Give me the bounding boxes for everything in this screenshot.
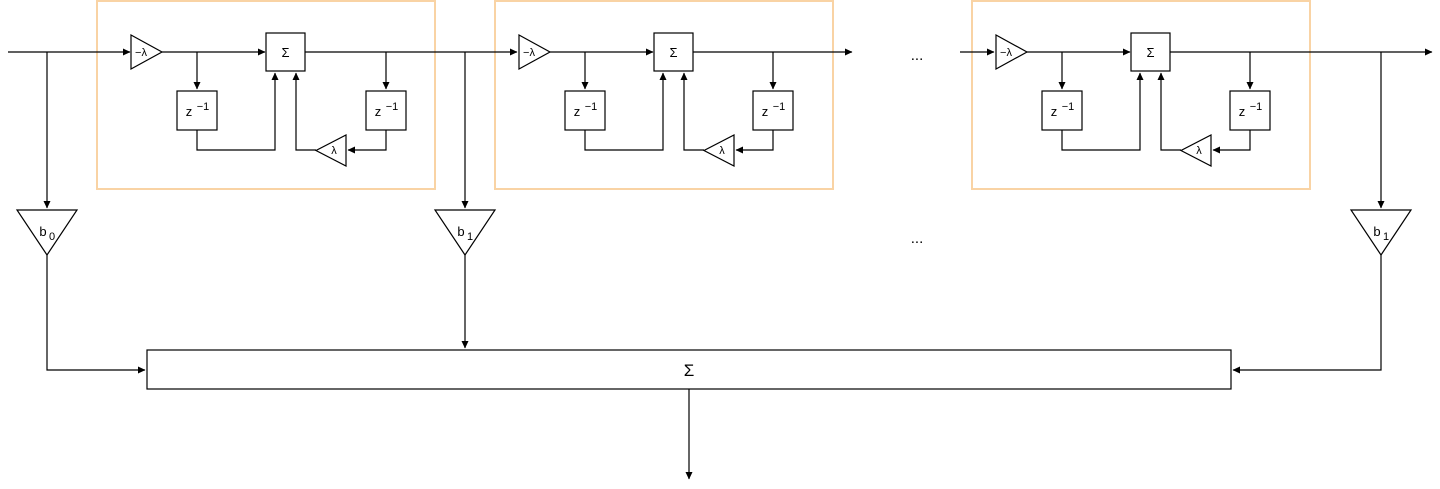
- stage-2-frame: [494, 0, 834, 190]
- stage-n-delay-2-exp: −1: [1250, 101, 1263, 113]
- tap-n-wire-out: [1232, 255, 1382, 374]
- stage-1: −λ Σ z −1 z −1 λ: [8, 0, 465, 190]
- stage-1-sum-label: Σ: [281, 45, 289, 60]
- stage-1-wire-delay-1-sum: [196, 72, 279, 151]
- stage-2-delay-2-base: z: [762, 104, 769, 119]
- stage-n-wire-delay-1-sum: [1061, 72, 1144, 151]
- stage-2-sum: Σ: [653, 32, 694, 72]
- stage-1-delay-2: z −1: [365, 90, 407, 131]
- stage-n-delay-1-exp: −1: [1062, 101, 1075, 113]
- stage-n-delay-1: z −1: [1041, 90, 1083, 131]
- stage-1-wire-delay-2-gain: [347, 130, 387, 154]
- stage-2-delay-2-exp: −1: [773, 101, 786, 113]
- stage-2-wire-delay-2-gain: [735, 130, 774, 154]
- stage-n: −λ Σ z −1 z −1 λ: [960, 0, 1433, 190]
- stage-n-pos-gain: λ: [1179, 134, 1212, 167]
- stage-2-sum-label: Σ: [669, 45, 677, 60]
- tap-0-sub: 0: [49, 231, 55, 243]
- stage-1-delay-1: z −1: [176, 90, 218, 131]
- tap-1-sub: 1: [467, 231, 473, 243]
- tap-1-label: b: [457, 224, 464, 239]
- stage-n-delay-1-base: z: [1051, 104, 1058, 119]
- stage-1-pos-gain: λ: [314, 134, 347, 167]
- stage-n-wire-delay-2-gain: [1212, 130, 1251, 154]
- output-sum-label: Σ: [684, 361, 695, 380]
- stage-1-sum: Σ: [265, 32, 306, 72]
- stage-1-delay-2-exp: −1: [386, 101, 399, 113]
- stage-2-delay-1-base: z: [574, 104, 581, 119]
- tap-n-label: b: [1373, 224, 1380, 239]
- stage-n-neg-gain-label: −λ: [1000, 47, 1012, 59]
- stage-1-pos-gain-label: λ: [331, 145, 337, 157]
- stage-n-frame: [971, 0, 1311, 190]
- stage-1-delay-2-base: z: [375, 104, 382, 119]
- stage-2-neg-gain-label: −λ: [523, 47, 535, 59]
- stage-2-neg-gain: −λ: [518, 33, 552, 71]
- stage-n-delay-2-base: z: [1239, 104, 1246, 119]
- tap-n: b 1: [1232, 52, 1413, 374]
- tap-n-gain: [1349, 209, 1413, 257]
- stage-1-delay-1-base: z: [186, 104, 193, 119]
- ellipsis-mid: ...: [911, 230, 924, 247]
- stage-1-neg-gain-label: −λ: [135, 47, 147, 59]
- ellipsis-top: ...: [911, 47, 924, 64]
- tap-0-gain: [15, 209, 79, 257]
- tap-n-sub: 1: [1383, 231, 1389, 243]
- tap-0: b 0: [15, 52, 146, 374]
- stage-n-neg-gain: −λ: [995, 33, 1029, 71]
- tap-1-gain: [433, 209, 497, 257]
- stage-n-delay-2: z −1: [1229, 90, 1271, 131]
- stage-n-sum-label: Σ: [1146, 45, 1154, 60]
- tap-0-wire-out: [46, 255, 146, 374]
- tap-1: b 1: [433, 52, 497, 349]
- stage-2-delay-2: z −1: [752, 90, 794, 131]
- stage-1-wire-gain-sum-fb: [292, 72, 316, 151]
- stage-n-pos-gain-label: λ: [1196, 145, 1202, 157]
- stage-1-delay-1-exp: −1: [197, 101, 210, 113]
- output-sum: Σ: [146, 349, 1232, 390]
- stage-2-pos-gain: λ: [702, 134, 735, 167]
- tap-0-label: b: [39, 224, 46, 239]
- stage-1-frame: [96, 0, 436, 190]
- stage-2-delay-1-exp: −1: [585, 101, 598, 113]
- stage-n-sum: Σ: [1130, 32, 1171, 72]
- stage-n-wire-gain-sum-fb: [1157, 72, 1181, 151]
- stage-2-wire-delay-1-sum: [584, 72, 667, 151]
- stage-2: −λ Σ z −1 z −1 λ: [465, 0, 853, 190]
- stage-2-wire-gain-sum-fb: [680, 72, 704, 151]
- stage-2-pos-gain-label: λ: [719, 145, 725, 157]
- stage-2-delay-1: z −1: [564, 90, 606, 131]
- stage-1-neg-gain: −λ: [130, 33, 164, 71]
